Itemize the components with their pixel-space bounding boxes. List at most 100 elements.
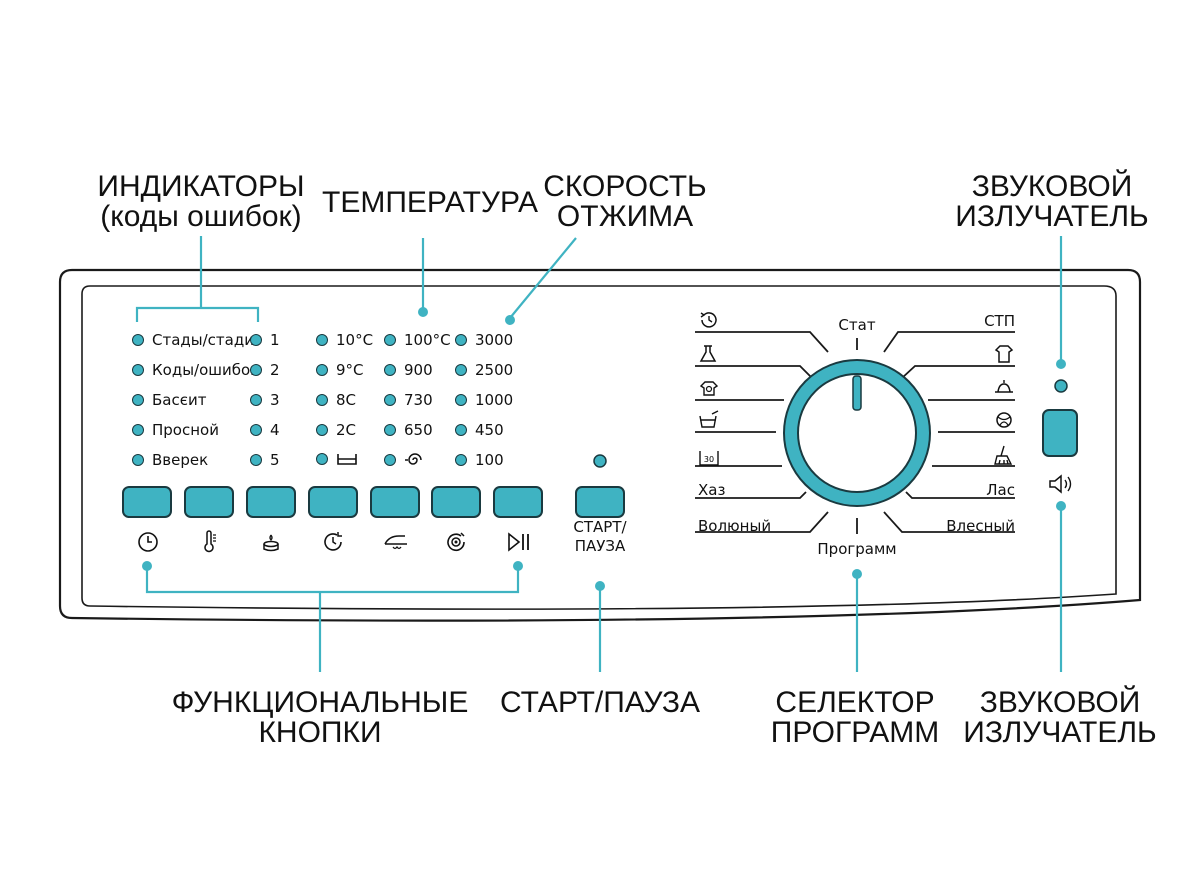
temp-730: 730 (384, 391, 433, 409)
led (384, 334, 396, 346)
callout-lines (135, 236, 1063, 672)
dial-pointer (852, 375, 862, 411)
led (250, 394, 262, 406)
flask-icon (699, 345, 717, 362)
led (132, 394, 144, 406)
history-icon (700, 312, 717, 328)
indicator-top: Вверек (132, 451, 208, 469)
led (384, 394, 396, 406)
led (455, 394, 467, 406)
led (250, 454, 262, 466)
program-label-right-1: СТП (984, 312, 1015, 330)
program-dial (797, 373, 917, 493)
indicator-rinse: Просной (132, 421, 219, 439)
target-icon (447, 532, 465, 552)
basin-30-icon: 30 (699, 451, 719, 466)
candle-icon (263, 534, 279, 552)
indicator-2: 2 (250, 361, 280, 379)
speaker-icon (1049, 474, 1072, 494)
indicator-basin: Басєит (132, 391, 206, 409)
indicator-error-codes: Коды/ошибок (132, 361, 259, 379)
indicator-1: 1 (250, 331, 280, 349)
led (455, 424, 467, 436)
callout-temperature: ТЕМПЕРАТУРА (322, 186, 538, 219)
program-label-left-1: Хаз (698, 481, 726, 499)
spiral-icon (405, 453, 422, 465)
led (316, 394, 328, 406)
program-label-right-3: Влесный (946, 517, 1015, 535)
led (384, 424, 396, 436)
thermometer-icon (204, 530, 216, 553)
play-pause-icon (508, 532, 529, 552)
temp-spiral (384, 451, 426, 469)
buzzer-button[interactable] (1042, 409, 1078, 457)
program-label-left-2: Волюный (698, 517, 772, 535)
broom-icon (994, 445, 1013, 465)
temp-8: 8C (316, 391, 356, 409)
function-button-play-pause[interactable] (493, 486, 543, 518)
led (250, 334, 262, 346)
led (455, 454, 467, 466)
start-led (593, 454, 607, 468)
led (316, 334, 328, 346)
led (132, 364, 144, 376)
led (384, 454, 396, 466)
timer-icon (324, 532, 342, 551)
indicator-stage: Стады/стади (132, 331, 254, 349)
led (316, 424, 328, 436)
program-label-right-2: Лас (986, 481, 1015, 499)
svg-text:30: 30 (704, 455, 714, 464)
basin-hand-icon (699, 410, 719, 428)
temp-10: 10°C (316, 331, 373, 349)
led (455, 364, 467, 376)
start-pause-label: СТАРТ/ПАУЗА (573, 518, 627, 555)
temp-100: 100°C (384, 331, 451, 349)
panel-face (81, 285, 1117, 610)
shirt-stain-icon (699, 381, 719, 396)
function-button-soak[interactable] (246, 486, 296, 518)
callout-dots (142, 307, 1066, 591)
indicator-3: 3 (250, 391, 280, 409)
led (250, 364, 262, 376)
temp-900: 900 (384, 361, 433, 379)
basin-icon (337, 454, 357, 465)
function-button-timer[interactable] (308, 486, 358, 518)
indicator-5: 5 (250, 451, 280, 469)
spin-2500: 2500 (455, 361, 513, 379)
callout-start-pause: СТАРТ/ПАУЗА (499, 686, 701, 719)
led (455, 334, 467, 346)
led (132, 334, 144, 346)
led (132, 424, 144, 436)
function-button-spin[interactable] (431, 486, 481, 518)
program-label-top: Стат (838, 316, 876, 334)
start-pause-button[interactable] (575, 486, 625, 518)
spin-450: 450 (455, 421, 504, 439)
spin-100: 100 (455, 451, 504, 469)
indicator-4: 4 (250, 421, 280, 439)
function-button-temperature[interactable] (184, 486, 234, 518)
spin-1000: 1000 (455, 391, 513, 409)
callout-indicators: ИНДИКАТОРЫ(коды ошибок) (97, 170, 305, 233)
function-button-easy-iron[interactable] (370, 486, 420, 518)
iron-icon (384, 535, 407, 550)
led (316, 453, 328, 465)
temp-basin (316, 451, 358, 467)
led (384, 364, 396, 376)
hat-icon (995, 380, 1013, 393)
spin-3000: 3000 (455, 331, 513, 349)
temp-9: 9°C (316, 361, 364, 379)
led (316, 364, 328, 376)
program-label-bottom: Программ (817, 540, 897, 558)
led (132, 454, 144, 466)
function-button-delay[interactable] (122, 486, 172, 518)
tshirt-icon (994, 345, 1014, 363)
ball-icon (996, 412, 1012, 428)
clock-icon (138, 532, 158, 552)
selector-leader-lines (695, 331, 1015, 534)
